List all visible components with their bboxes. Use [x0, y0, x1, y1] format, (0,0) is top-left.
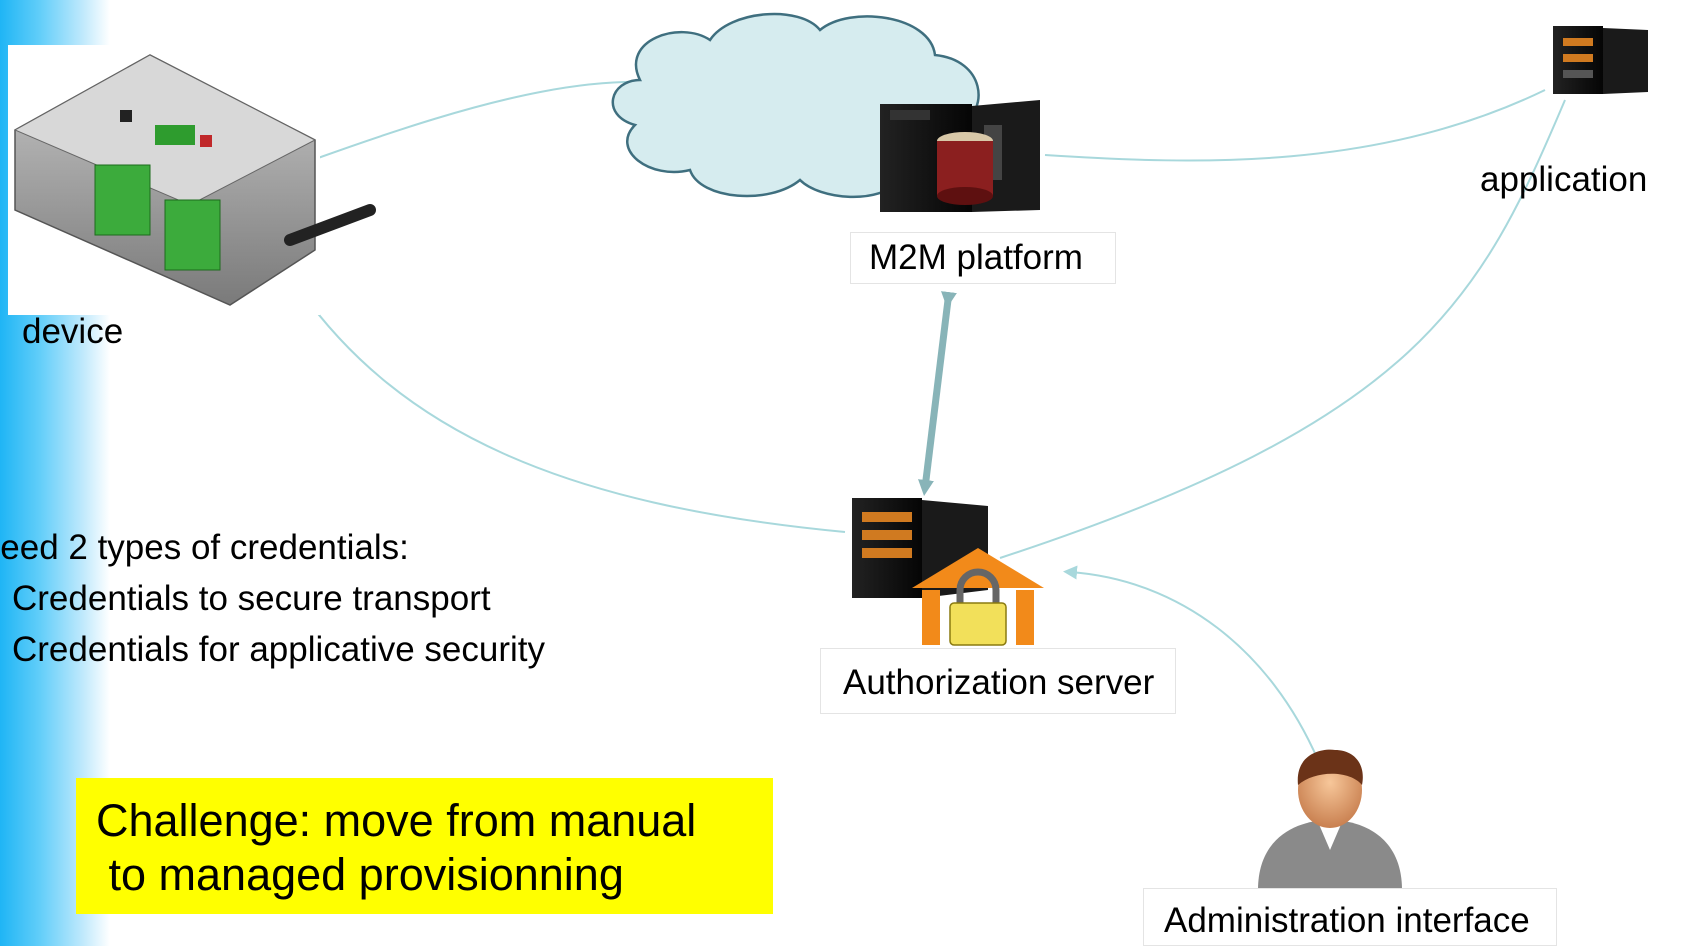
device-label: device [22, 312, 124, 351]
credentials-item: Credentials for applicative security [12, 630, 546, 669]
challenge-line: Challenge: move from manual [96, 795, 697, 846]
device-icon [8, 45, 376, 315]
database-icon [937, 132, 993, 205]
admin-to-authserver-arrow [1063, 565, 1319, 761]
platform-authserver-bidirectional-arrow [918, 291, 957, 496]
application-to-authserver-connector [999, 99, 1566, 559]
user-icon [1258, 749, 1402, 890]
authserver-to-device-arrow [295, 284, 846, 533]
administration-interface-label: Administration interface [1143, 888, 1557, 946]
m2m-platform-label: M2M platform [850, 232, 1116, 284]
challenge-line: to managed provisionning [96, 849, 624, 900]
platform-to-application-connector [1044, 89, 1546, 162]
credentials-heading: Need 2 types of credentials: [0, 528, 409, 567]
application-label: application [1480, 160, 1648, 199]
application-server-icon [1553, 26, 1648, 94]
credentials-item: Credentials to secure transport [12, 579, 491, 618]
authorization-server-label: Authorization server [820, 648, 1176, 714]
challenge-callout: Challenge: move from manual to managed p… [76, 778, 773, 914]
